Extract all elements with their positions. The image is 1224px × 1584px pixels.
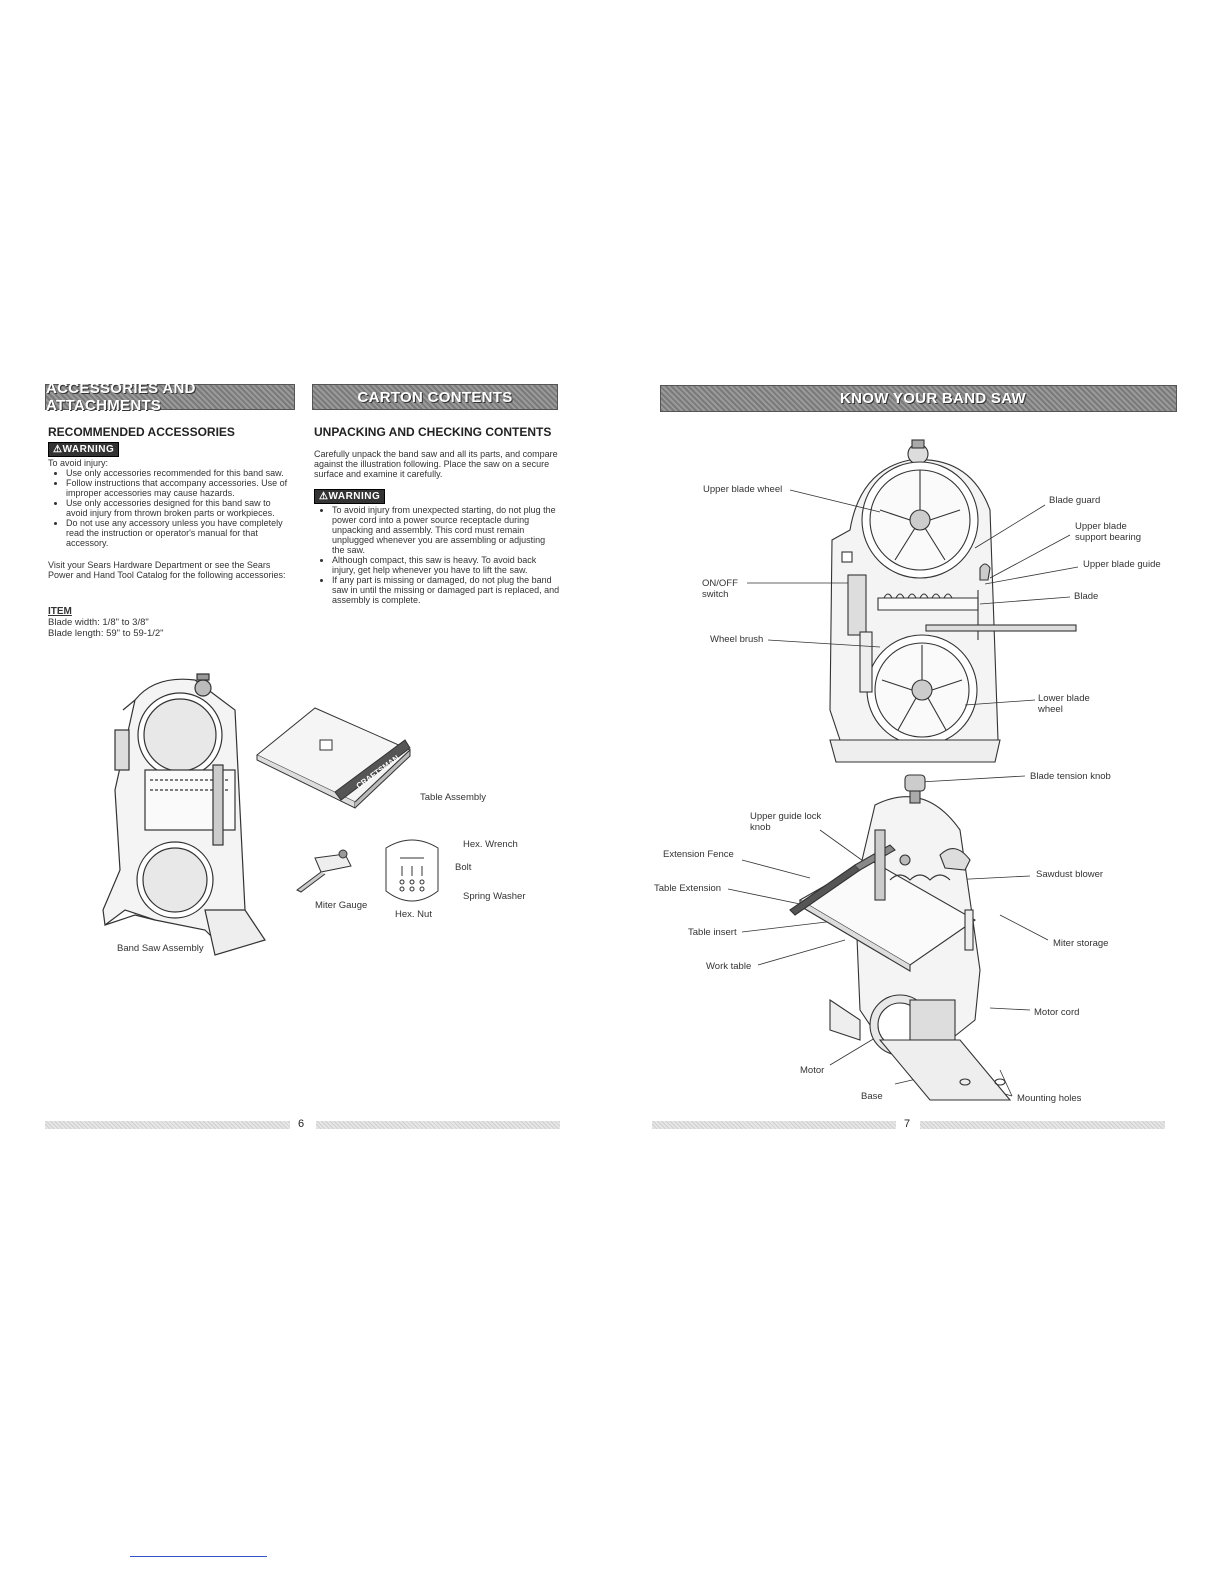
page-number-7: 7 xyxy=(904,1118,911,1130)
label-hex-nut: Hex. Nut xyxy=(395,909,432,920)
label-motor: Motor xyxy=(800,1065,825,1076)
banner-accessories: ACCESSORIES AND ATTACHMENTS xyxy=(45,380,295,414)
band-saw-perspective-illustration xyxy=(789,774,1012,1101)
label-table-assembly: Table Assembly xyxy=(420,792,487,803)
banner-carton-contents: CARTON CONTENTS xyxy=(312,384,558,410)
label-motor-cord: Motor cord xyxy=(1034,1007,1080,1018)
page-number-6: 6 xyxy=(298,1118,305,1130)
accessories-visit-text: Visit your Sears Hardware Department or … xyxy=(48,560,286,580)
accessories-bullet: Follow instructions that accompany acces… xyxy=(66,478,293,498)
label-blade-tension-knob: Blade tension knob xyxy=(1030,771,1111,782)
label-upper-blade-support-bearing: Upper blade support bearing xyxy=(1075,521,1142,543)
label-upper-blade-wheel: Upper blade wheel xyxy=(703,484,783,495)
label-miter-storage: Miter storage xyxy=(1053,938,1109,949)
band-saw-front-view-illustration xyxy=(829,439,1077,763)
accessories-bullet: Use only accessories designed for this b… xyxy=(66,498,293,518)
unpacking-bullet: If any part is missing or damaged, do no… xyxy=(332,575,560,605)
accessories-intro: To avoid injury: xyxy=(48,458,109,468)
warning-badge-accessories: ⚠WARNING xyxy=(48,442,120,457)
label-bolt: Bolt xyxy=(455,862,472,873)
footer-bar-left-1 xyxy=(45,1121,290,1129)
label-on-off-switch: ON/OFF switch xyxy=(702,578,738,600)
warning-badge-unpacking: ⚠WARNING xyxy=(314,489,386,504)
label-sawdust-blower: Sawdust blower xyxy=(1036,869,1104,880)
footer-bar-left-2 xyxy=(316,1121,560,1129)
blade-width: Blade width: 1/8" to 3/8" xyxy=(48,617,149,628)
accessories-bullet: Do not use any accessory unless you have… xyxy=(66,518,293,548)
label-base: Base xyxy=(861,1091,883,1102)
accessories-bullet: Use only accessories recommended for thi… xyxy=(66,468,293,478)
label-table-insert: Table insert xyxy=(688,927,737,938)
label-blade: Blade xyxy=(1074,591,1099,602)
item-heading: ITEM xyxy=(48,606,72,617)
footer-bar-right-2 xyxy=(920,1121,1165,1129)
table-assembly-illustration: CRAFTSMAN xyxy=(256,707,411,809)
label-wheel-brush: Wheel brush xyxy=(710,634,764,645)
hardware-bag-illustration xyxy=(385,839,439,902)
label-lower-blade-wheel: Lower blade wheel xyxy=(1038,693,1090,715)
label-hex-wrench: Hex. Wrench xyxy=(463,839,518,850)
unpacking-warning-text: To avoid injury from unexpected starting… xyxy=(314,505,560,605)
banner-know-your-band-saw: KNOW YOUR BAND SAW xyxy=(660,385,1177,412)
unpacking-intro: Carefully unpack the band saw and all it… xyxy=(314,449,558,479)
label-upper-guide-lock-knob: Upper guide lock knob xyxy=(750,811,822,833)
blade-length: Blade length: 59" to 59-1/2" xyxy=(48,628,164,639)
recommended-accessories-title: RECOMMENDED ACCESSORIES xyxy=(48,425,235,439)
label-band-saw-assembly: Band Saw Assembly xyxy=(117,943,204,954)
accessories-warning-text: To avoid injury: Use only accessories re… xyxy=(48,458,293,580)
label-spring-washer: Spring Washer xyxy=(463,891,526,902)
label-miter-gauge: Miter Gauge xyxy=(315,900,368,911)
label-work-table: Work table xyxy=(706,961,752,972)
warning-triangle-icon: ⚠ xyxy=(53,444,63,455)
band-saw-assembly-illustration xyxy=(102,673,266,956)
label-blade-guard: Blade guard xyxy=(1049,495,1101,506)
label-mounting-holes: Mounting holes xyxy=(1017,1093,1082,1104)
miter-gauge-illustration xyxy=(296,849,352,893)
label-extension-fence: Extension Fence xyxy=(663,849,734,860)
bottom-rule xyxy=(130,1556,267,1557)
warning-triangle-icon: ⚠ xyxy=(319,491,329,502)
footer-bar-right-1 xyxy=(652,1121,896,1129)
label-upper-blade-guide: Upper blade guide xyxy=(1083,559,1161,570)
unpacking-bullet: Although compact, this saw is heavy. To … xyxy=(332,555,560,575)
unpacking-title: UNPACKING AND CHECKING CONTENTS xyxy=(314,425,552,439)
unpacking-bullet: To avoid injury from unexpected starting… xyxy=(332,505,560,555)
label-table-extension: Table Extension xyxy=(654,883,722,894)
